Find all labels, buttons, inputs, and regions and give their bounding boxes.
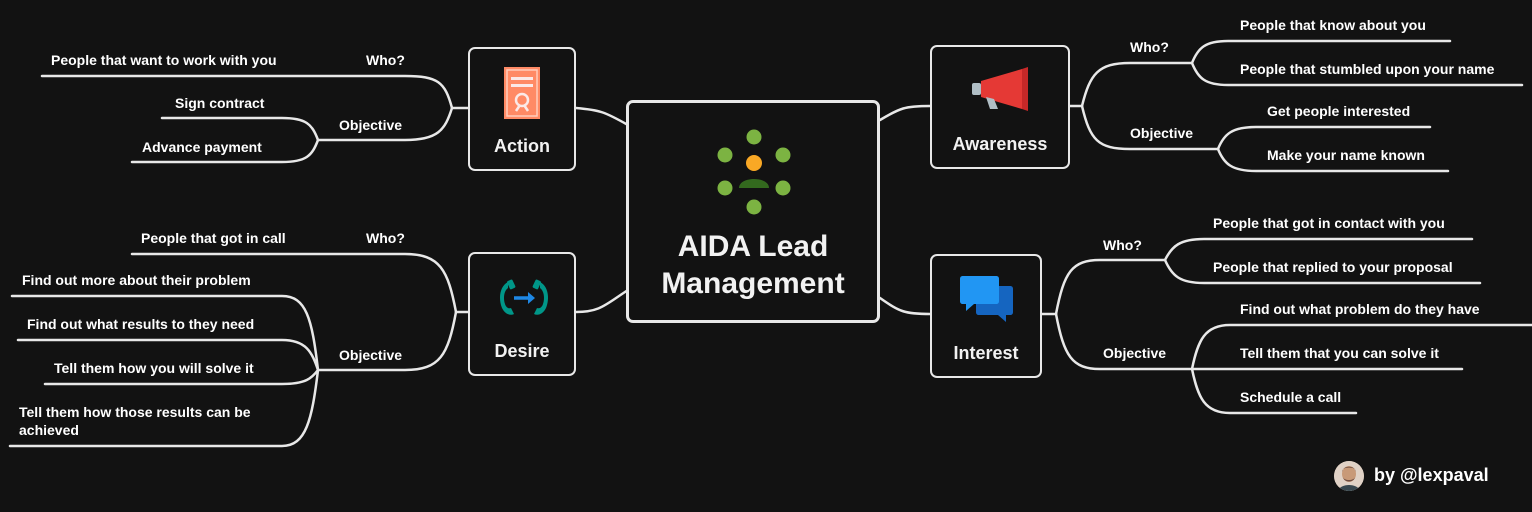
interest-objective-item: Tell them that you can solve it	[1240, 345, 1439, 361]
avatar	[1334, 461, 1364, 491]
action-who-item: People that want to work with you	[51, 52, 277, 68]
action-node[interactable]: Action	[468, 47, 576, 171]
connector-awareness-objective	[1080, 104, 1220, 151]
center-title: AIDA Lead Management	[661, 230, 845, 300]
awareness-node[interactable]: Awareness	[930, 45, 1070, 169]
action-label: Action	[494, 136, 550, 156]
connector-awareness-obj-1	[1216, 125, 1432, 151]
awareness-objective-item: Make your name known	[1267, 147, 1425, 163]
interest-who-item: People that replied to your proposal	[1213, 259, 1453, 275]
megaphone-icon	[972, 67, 1028, 111]
connector-interest-who-1	[1163, 237, 1474, 262]
desire-objective-item: Tell them how those results can be achie…	[19, 404, 251, 438]
connector-desire-who	[130, 252, 458, 314]
desire-label: Desire	[494, 341, 550, 361]
desire-objective-item: Find out more about their problem	[22, 272, 251, 288]
connector-awareness-obj-2	[1216, 147, 1450, 173]
awareness-label: Awareness	[952, 134, 1048, 154]
interest-objective-item: Find out what problem do they have	[1240, 301, 1480, 317]
connector-action-who	[40, 74, 454, 110]
interest-label: Interest	[953, 343, 1019, 363]
awareness-objective-label: Objective	[1130, 125, 1194, 141]
interest-who-item: People that got in contact with you	[1213, 215, 1445, 231]
connector-center-interest	[878, 296, 932, 316]
connector-interest-obj-1	[1190, 323, 1532, 371]
center-node[interactable]	[626, 100, 880, 323]
awareness-who-item: People that stumbled upon your name	[1240, 61, 1495, 77]
interest-objective-label: Objective	[1103, 345, 1167, 361]
phone-transfer-icon	[500, 279, 548, 315]
desire-node[interactable]: Desire	[468, 252, 576, 376]
connector-interest-obj-3	[1190, 367, 1358, 415]
connector-interest-who-2	[1163, 258, 1482, 285]
connector-center-action	[574, 106, 630, 127]
desire-objective-item: Find out what results to they need	[27, 316, 255, 332]
awareness-objective-item: Get people interested	[1267, 103, 1411, 119]
interest-node[interactable]: Interest	[930, 254, 1042, 378]
certificate-icon	[504, 67, 540, 119]
action-objective-item: Sign contract	[175, 95, 265, 111]
connector-awareness-who-1	[1190, 39, 1452, 65]
connector-desire-obj-2	[16, 338, 320, 372]
action-objective-item: Advance payment	[142, 139, 262, 155]
connector-desire-obj-3	[43, 368, 320, 386]
team-network-icon	[717, 129, 791, 215]
awareness-who-label: Who?	[1130, 39, 1169, 55]
connector-desire-obj-4	[8, 368, 320, 448]
connector-center-desire	[574, 288, 630, 314]
connector-desire-obj-1	[10, 294, 320, 372]
connector-interest-objective	[1054, 312, 1194, 371]
connector-action-objective	[316, 106, 454, 142]
connector-interest-who	[1054, 258, 1167, 316]
interest-who-label: Who?	[1103, 237, 1142, 253]
action-objective-label: Objective	[339, 117, 403, 133]
desire-objective-item: Tell them how you will solve it	[54, 360, 254, 376]
connector-awareness-who	[1080, 61, 1194, 108]
chat-bubbles-icon	[960, 276, 1013, 322]
desire-who-label: Who?	[366, 230, 405, 246]
connector-desire-objective	[316, 310, 458, 372]
connector-action-obj-2	[130, 138, 320, 164]
action-who-label: Who?	[366, 52, 405, 68]
connector-center-awareness	[878, 104, 932, 122]
desire-objective-label: Objective	[339, 347, 403, 363]
connector-awareness-who-2	[1190, 61, 1524, 87]
awareness-who-item: People that know about you	[1240, 17, 1426, 33]
desire-who-item: People that got in call	[141, 230, 286, 246]
connector-action-obj-1	[160, 116, 320, 142]
interest-objective-item: Schedule a call	[1240, 389, 1342, 405]
credit-text: by @lexpaval	[1374, 465, 1489, 485]
